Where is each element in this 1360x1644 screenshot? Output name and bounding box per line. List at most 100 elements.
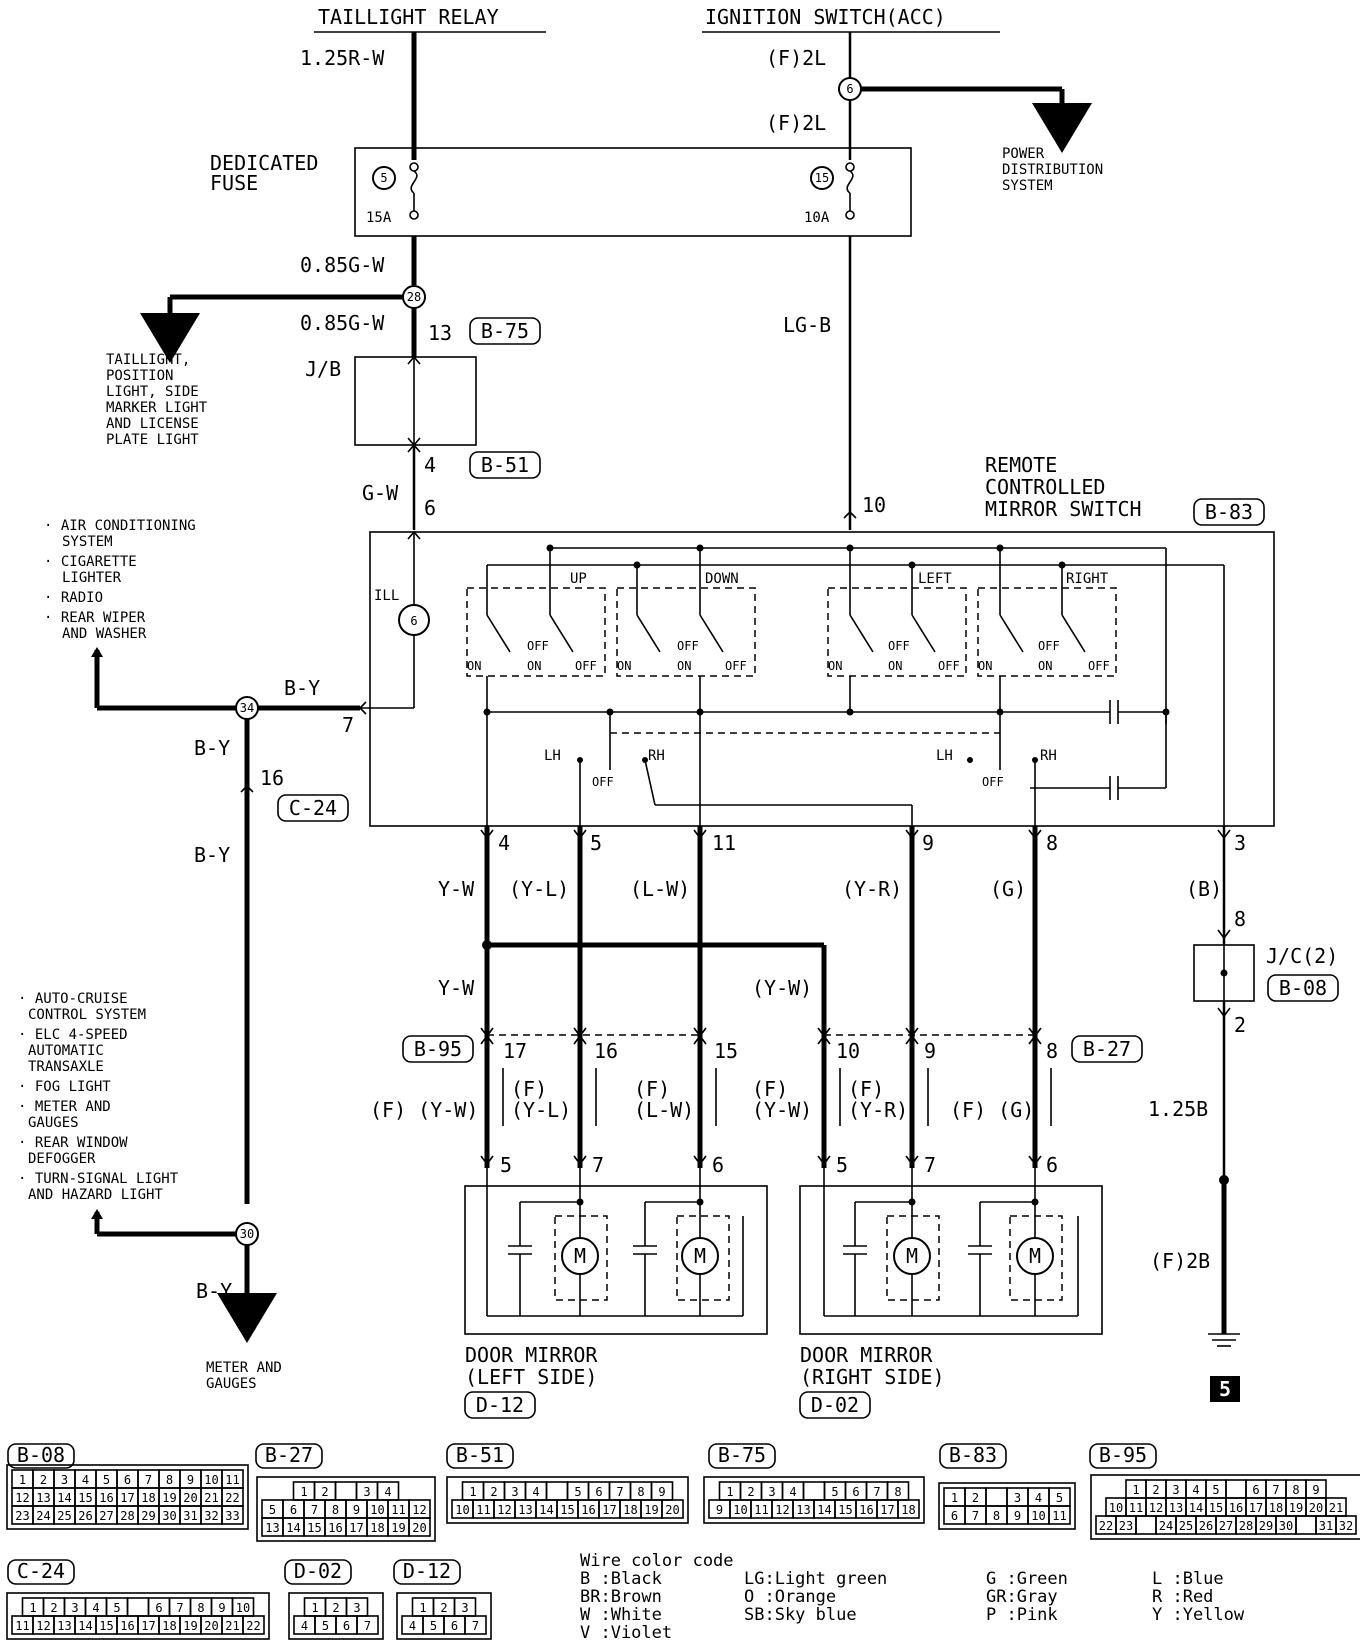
connector-pin: 3 [1172,1483,1179,1497]
connector-pin: 32 [204,1509,218,1523]
svg-text:34: 34 [240,701,254,715]
connector-pin: 11 [391,1503,405,1517]
svg-text:(RIGHT SIDE): (RIGHT SIDE) [800,1365,945,1389]
svg-text:TAILLIGHT,: TAILLIGHT, [106,352,190,368]
connector-pin: 8 [894,1485,901,1499]
door-mirror-left: M M DOOR MIRROR (LEFT SIDE) D-12 [464,1168,768,1419]
connector-pin: 9 [716,1503,723,1517]
connector-pin: 32 [1339,1519,1353,1533]
junction-block: J/B [305,355,477,447]
svg-text:8: 8 [1046,1039,1058,1063]
svg-text:(F): (F) [634,1077,670,1101]
joint-connector-jc2: 8 J/C(2) B-08 2 [1193,907,1339,1037]
svg-text:TRANSAXLE: TRANSAXLE [28,1059,104,1075]
connector-pin: 15 [838,1503,852,1517]
connector-pin: 16 [1229,1501,1243,1515]
svg-text:TAILLIGHT RELAY: TAILLIGHT RELAY [318,5,499,29]
connector-pin: 10 [236,1601,250,1615]
svg-text:(L-W): (L-W) [630,877,690,901]
switch-output-pins: 4 5 11 9 8 3 [498,831,1246,855]
connector-pin: 21 [1329,1501,1343,1515]
connector-pin: 4 [1192,1483,1199,1497]
connector-pin: 20 [183,1491,197,1505]
svg-text:Y-W: Y-W [438,877,475,901]
connector-pin: 17 [349,1521,363,1535]
svg-text:(L-W): (L-W) [634,1098,694,1122]
connector-pin: 1 [1132,1483,1139,1497]
connector-pin: 3 [1014,1491,1021,1505]
svg-text:(F): (F) [752,1077,788,1101]
svg-text:AND WASHER: AND WASHER [62,626,147,642]
svg-text:BR:Brown: BR:Brown [580,1587,662,1607]
svg-text:P :Pink: P :Pink [986,1605,1058,1625]
connector-pin: 6 [1252,1483,1259,1497]
svg-text:15A: 15A [366,210,392,226]
svg-text:MIRROR SWITCH: MIRROR SWITCH [985,497,1142,521]
connector-face-label: D-12 [403,1559,451,1583]
svg-text:4: 4 [424,453,436,477]
connector-pin: 6 [595,1485,602,1499]
svg-text:8: 8 [1234,907,1246,931]
svg-text:B-75: B-75 [481,319,529,343]
svg-text:(Y-R): (Y-R) [848,1098,908,1122]
svg-text:PLATE LIGHT: PLATE LIGHT [106,432,199,448]
connector-pin: 4 [82,1473,89,1487]
svg-text:LG:Light green: LG:Light green [744,1569,887,1589]
connector-pin: 19 [162,1491,176,1505]
svg-text:· TURN-SIGNAL LIGHT: · TURN-SIGNAL LIGHT [18,1171,179,1187]
svg-text:B-08: B-08 [1279,976,1327,1000]
svg-text:UP: UP [570,571,587,587]
svg-text:16: 16 [594,1039,618,1063]
connector-pin: 17 [602,1503,616,1517]
svg-text:GR:Gray: GR:Gray [986,1587,1058,1607]
svg-text:B-95: B-95 [414,1037,462,1061]
svg-text:LIGHT, SIDE: LIGHT, SIDE [106,384,199,400]
svg-text:(Y-W): (Y-W) [752,1098,812,1122]
svg-text:M: M [694,1244,706,1268]
svg-text:SYSTEM: SYSTEM [62,534,113,550]
svg-text:6: 6 [424,496,436,520]
connector-pin: 5 [103,1473,110,1487]
connector-pin: 25 [1179,1519,1193,1533]
connector-pin: 24 [36,1509,50,1523]
connector-pin: 14 [817,1503,831,1517]
connector-pin: 5 [574,1485,581,1499]
svg-text:POWER: POWER [1002,146,1045,162]
connector-pin: 5 [430,1619,437,1633]
connector-pin: 7 [972,1509,979,1523]
connector-pin: 24 [1159,1519,1173,1533]
connector-pin: 7 [472,1619,479,1633]
svg-text:B-51: B-51 [481,453,529,477]
connector-pin: 26 [78,1509,92,1523]
connector-pin: 4 [532,1485,539,1499]
connector-pin: 2 [50,1601,57,1615]
connector-pin: 1 [19,1473,26,1487]
svg-text:30: 30 [240,1227,254,1241]
connector-pin: 16 [120,1619,134,1633]
svg-text:OFF: OFF [938,659,960,673]
svg-text:LIGHTER: LIGHTER [62,570,122,586]
connector-pin: 8 [332,1503,339,1517]
connector-face-label: B-08 [17,1443,65,1467]
connector-pin: 11 [15,1619,29,1633]
svg-text:OFF: OFF [677,639,699,653]
svg-text:3: 3 [1234,831,1246,855]
connector-pin: 15 [560,1503,574,1517]
connector-pin: 18 [901,1503,915,1517]
wire-label-085gw-2: 0.85G-W [300,311,385,335]
connector-pin: 4 [384,1485,391,1499]
connector-pin: 4 [92,1601,99,1615]
connector-pin: 2 [747,1485,754,1499]
connector-pin: 5 [1056,1491,1063,1505]
connector-pin: 5 [1212,1483,1219,1497]
svg-text:(F) (G): (F) (G) [950,1098,1034,1122]
svg-text:17: 17 [503,1039,527,1063]
connector-pin: 22 [1099,1519,1113,1533]
connector-face-label: B-75 [718,1443,766,1467]
connector-pin: 1 [469,1485,476,1499]
connector-pin: 18 [141,1491,155,1505]
